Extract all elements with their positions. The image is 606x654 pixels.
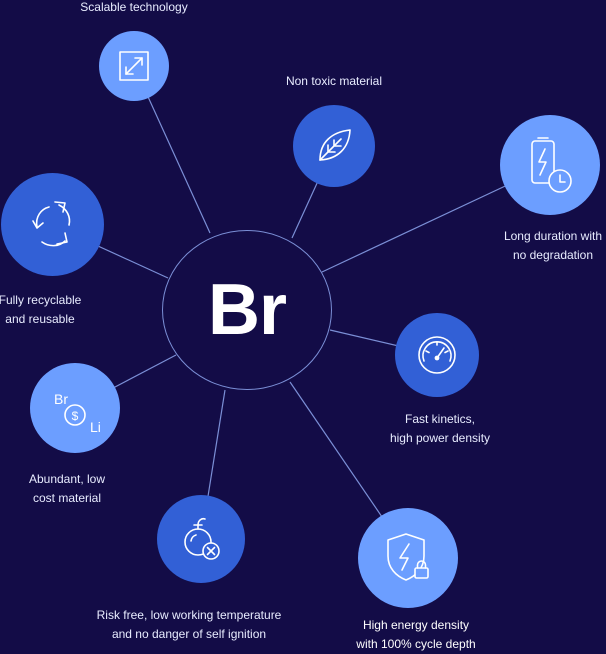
label-high-energy: High energy density with 100% cycle dept…: [356, 618, 476, 651]
br-symbol: Br: [54, 391, 68, 407]
label-scalable: Scalable technology: [80, 0, 188, 14]
resize-arrows-icon: [119, 51, 149, 81]
dollar-symbol: $: [72, 409, 79, 423]
center-label: Br: [207, 270, 287, 350]
label-risk-free: Risk free, low working temperature and n…: [96, 608, 282, 641]
node-non-toxic: [293, 105, 375, 187]
recycle-icon: [31, 200, 70, 246]
node-long-duration: [500, 115, 600, 215]
label-non-toxic: Non toxic material: [285, 74, 383, 88]
label-fast-kinetics: Fast kinetics, high power density: [389, 412, 491, 445]
battery-clock-icon: [531, 137, 572, 193]
node-scalable: [99, 31, 169, 101]
leaf-icon: [319, 129, 351, 161]
li-symbol: Li: [90, 419, 101, 435]
node-high-energy: [358, 508, 458, 608]
label-recyclable: Fully recyclable and reusable: [0, 293, 82, 326]
node-fast-kinetics: [395, 313, 479, 397]
label-abundant: Abundant, low cost material: [28, 472, 106, 505]
center-element: Br: [162, 230, 332, 390]
label-long-duration: Long duration with no degradation: [503, 229, 603, 262]
node-abundant: Br $ Li: [30, 363, 120, 453]
bomb-cancel-icon: [184, 517, 220, 560]
node-risk-free: [157, 495, 245, 583]
node-recyclable: [1, 173, 104, 276]
speedometer-icon: [418, 336, 456, 374]
shield-bolt-lock-icon: [387, 533, 429, 581]
br-li-cost-icon: Br $ Li: [54, 391, 101, 435]
